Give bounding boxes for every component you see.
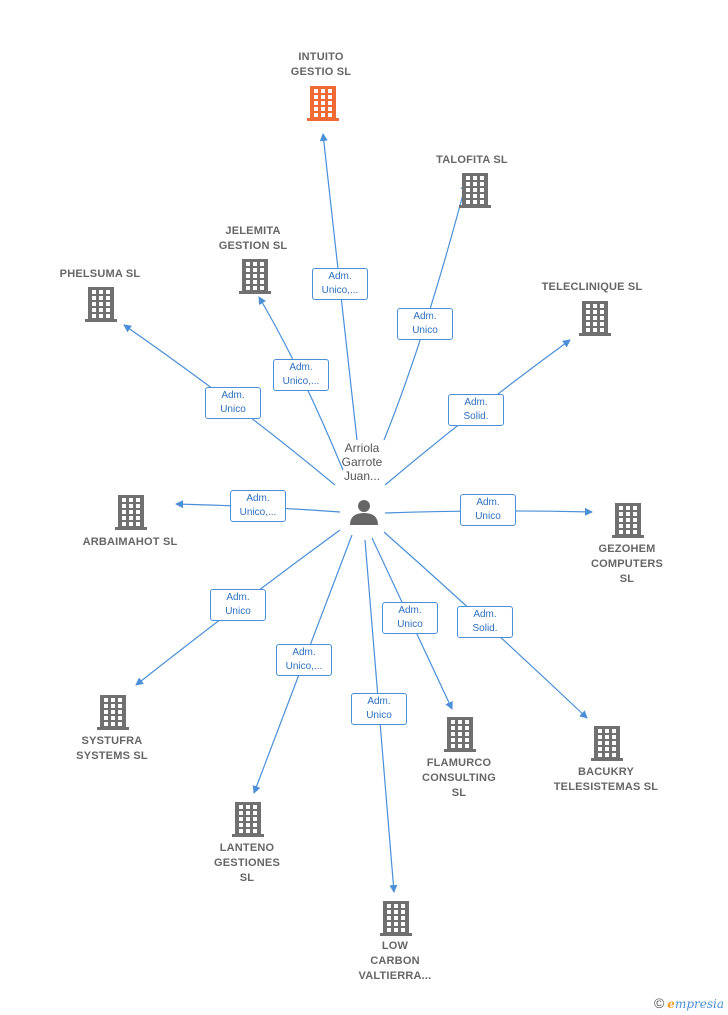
edge-label-flamurco[interactable]: Adm. Unico [382, 602, 438, 634]
company-label-talofita[interactable]: TALOFITA SL [436, 154, 508, 166]
edge-label-intuito[interactable]: Adm. Unico,... [312, 268, 368, 300]
edge-label-arbaimahot[interactable]: Adm. Unico,... [230, 490, 286, 522]
company-label-jelemita[interactable]: JELEMITA GESTION SL [218, 225, 288, 252]
edge-label-bacukry[interactable]: Adm. Solid. [457, 606, 513, 638]
company-label-lowcarbon[interactable]: LOW CARBON VALTIERRA... [358, 940, 432, 982]
edge-label-lowcarbon[interactable]: Adm. Unico [351, 693, 407, 725]
building-icon-lanteno[interactable] [232, 802, 264, 837]
building-icon-phelsuma[interactable] [85, 287, 117, 322]
building-icon-arbaimahot[interactable] [115, 495, 147, 530]
person-icon[interactable] [350, 500, 378, 525]
company-label-lanteno[interactable]: LANTENO GESTIONES SL [214, 842, 280, 884]
company-label-intuito[interactable]: INTUITO GESTIO SL [290, 51, 352, 78]
building-icon-flamurco[interactable] [444, 717, 476, 752]
company-label-bacukry[interactable]: BACUKRY TELESISTEMAS SL [553, 766, 659, 793]
building-icon-lowcarbon[interactable] [380, 901, 412, 936]
building-icon-teleclinique[interactable] [579, 301, 611, 336]
building-icon-systufra[interactable] [97, 695, 129, 730]
building-icon-bacukry[interactable] [591, 726, 623, 761]
building-icon-talofita[interactable] [459, 173, 491, 208]
company-label-systufra[interactable]: SYSTUFRA SYSTEMS SL [76, 735, 148, 762]
building-icon-jelemita[interactable] [239, 259, 271, 294]
building-icon-intuito[interactable] [307, 86, 339, 121]
copyright-symbol: © [653, 995, 665, 1011]
edge-label-lanteno[interactable]: Adm. Unico,... [276, 644, 332, 676]
edge-label-talofita[interactable]: Adm. Unico [397, 308, 453, 340]
edge-label-phelsuma[interactable]: Adm. Unico [205, 387, 261, 419]
footer-credit: ©empresia [654, 995, 724, 1011]
center-person-label[interactable]: Arriola Garrote Juan... [341, 441, 383, 483]
brand-logo: empresia [667, 997, 724, 1011]
edge-label-jelemita[interactable]: Adm. Unico,... [273, 359, 329, 391]
company-label-arbaimahot[interactable]: ARBAIMAHOT SL [82, 536, 178, 548]
edge-label-teleclinique[interactable]: Adm. Solid. [448, 394, 504, 426]
edge-label-systufra[interactable]: Adm. Unico [210, 589, 266, 621]
company-label-phelsuma[interactable]: PHELSUMA SL [59, 268, 141, 280]
building-icon-gezohem[interactable] [612, 503, 644, 538]
company-label-flamurco[interactable]: FLAMURCO CONSULTING SL [422, 757, 496, 799]
edge-label-gezohem[interactable]: Adm. Unico [460, 494, 516, 526]
company-label-gezohem[interactable]: GEZOHEM COMPUTERS SL [590, 543, 664, 585]
company-label-teleclinique[interactable]: TELECLINIQUE SL [541, 281, 643, 293]
